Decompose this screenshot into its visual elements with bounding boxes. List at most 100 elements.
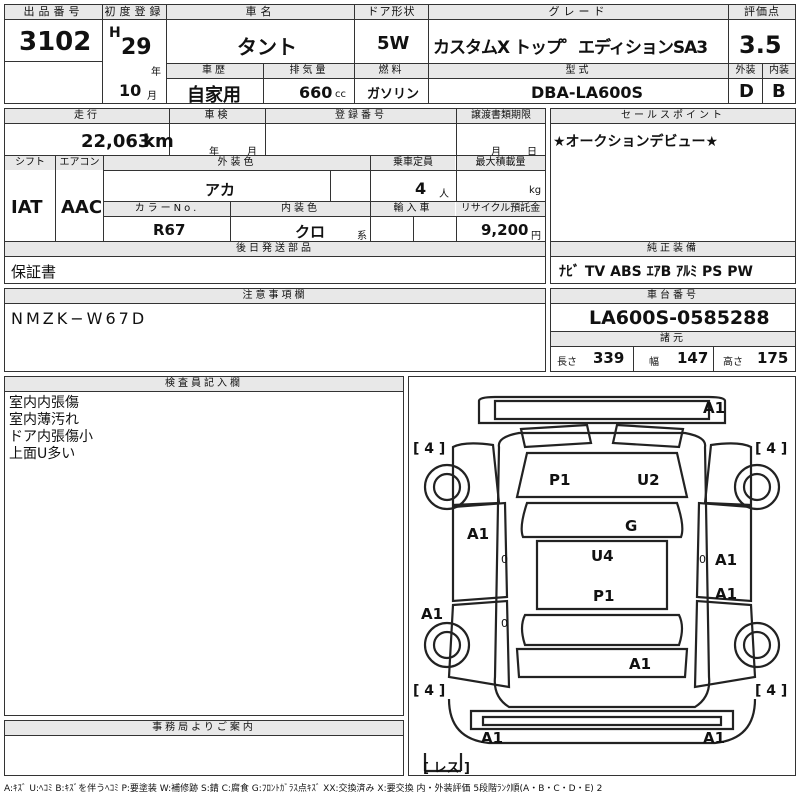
recycle-fee: 9,200 [481,221,529,239]
inspector-line: 室内薄汚れ [9,412,79,428]
load-unit: kg [529,185,542,196]
capacity-label: 乗車定員 [371,156,455,170]
equipment-label: 純正装備 [551,242,795,256]
color-label: 外装色 [104,156,370,170]
spare-tire: [ レス ] [423,761,470,776]
insp-year-unit: 年 [209,147,219,158]
inspection-label: 車検 [170,109,265,123]
damage-mark: G [625,517,638,535]
shift: IAT [11,197,43,218]
int-grade: B [772,81,786,102]
damage-mark: 0 [501,553,508,566]
history: 自家用 [187,85,241,106]
interior-unit: 系 [357,231,367,242]
inspector-label: 検査員記入欄 [5,377,403,391]
sales-point: ★オークションデビュー★ [553,134,719,150]
sales-block: セールスポイント ★オークションデビュー★ 純正装備 ﾅﾋﾞ TV ABS ｴｱ… [550,108,796,284]
damage-mark: P1 [593,587,615,605]
regno-label: 登録番号 [266,109,456,123]
width: 147 [677,349,709,367]
ac-label: エアコン [56,156,103,170]
details-block: 走行 車検 登録番号 譲渡書類期限 22,063 km 年 月 月 日 シフト … [4,108,546,284]
recycle-unit: 円 [531,231,541,242]
fuel-label: 燃料 [355,64,428,78]
damage-mark: A1 [715,551,738,569]
door-cell: ドア形状 5W 燃料 ガソリン [355,5,429,103]
model: DBA-LA600S [531,83,643,102]
car-outline [423,395,781,773]
height-label: 高さ [723,357,743,368]
recycle-label: リサイクル預託金 [456,202,545,216]
chassis-label: 車台番号 [551,289,795,303]
grade-label: グレード [429,5,728,20]
later-parts-label: 後日発送部品 [5,242,545,256]
exterior-color: アカ [205,181,236,199]
inspector-line: 室内内張傷 [9,395,79,411]
interior-color: クロ [295,223,326,241]
month-unit: 月 [147,91,157,102]
name-cell: 車名 タント 車歴 排気量 自家用 660 cc [167,5,355,106]
notes-label: 注意事項欄 [5,289,545,303]
inspector-line: 上面U多い [9,446,76,462]
int-label: 内装 [763,64,795,78]
car-name: タント [237,35,297,59]
damage-diagram: [ 4 ] [ 4 ] [ 4 ] [ 4 ] [ レス ] A1 P1 U2 … [408,376,796,776]
transfer-label: 譲渡書類期限 [457,109,545,123]
inspector-block: 検査員記入欄 室内内張傷 室内薄汚れ ドア内張傷小 上面U多い [4,376,404,716]
registration-label: 初度登録 [103,5,166,20]
colorno-label: カラーNo. [104,202,230,216]
lot-number: 3102 [19,27,92,57]
color-number: R67 [153,221,186,239]
notes-block: 注意事項欄 NMZK−W67D [4,288,546,372]
mileage: 22,063 [81,131,151,152]
mileage-label: 走行 [5,109,169,123]
score-cell: 評価点 3.5 外装 内装 D B [729,5,795,103]
damage-mark: 0 [699,553,706,566]
score: 3.5 [739,31,782,59]
damage-mark: A1 [421,605,444,623]
import-label: 輸入車 [371,202,455,216]
height: 175 [757,349,789,367]
chassis-block: 車台番号 LA600S-0585288 諸元 長さ 339 幅 147 高さ 1… [550,288,796,372]
office-block: 事務局よりご案内 [4,720,404,776]
damage-mark: A1 [715,585,738,603]
lot-label: 出品番号 [5,5,102,20]
fuel: ガソリン [367,87,420,102]
damage-mark: A1 [703,399,726,417]
ext-grade: D [739,81,754,102]
legend: A:ｷｽﾞ U:ﾍｺﾐ B:ｷｽﾞを伴うﾍｺﾐ P:要塗装 W:補修跡 S:錆 … [4,784,603,794]
damage-mark: A1 [703,729,726,747]
capacity: 4 [415,179,427,198]
equipment: ﾅﾋﾞ TV ABS ｴｱB ｱﾙﾐ PS PW [559,264,753,280]
load-label: 最大積載量 [456,156,545,170]
displacement: 660 [299,83,333,102]
score-label: 評価点 [729,5,795,20]
office-label: 事務局よりご案内 [5,721,403,735]
year-unit: 年 [151,67,161,78]
inspector-lines: 室内内張傷 室内薄汚れ ドア内張傷小 上面U多い [9,395,93,463]
length: 339 [593,349,625,367]
transfer-month-unit: 月 [491,147,501,158]
spec-label: 諸元 [551,332,795,346]
ac: AAC [61,197,103,218]
displacement-unit: cc [335,89,346,100]
tire-rear-right: [ 4 ] [755,683,788,699]
damage-mark: U2 [637,471,660,489]
tire-rear-left: [ 4 ] [413,683,446,699]
interior-label: 内装色 [231,202,370,216]
ext-label: 外装 [729,64,762,78]
door-label: ドア形状 [355,5,428,20]
damage-mark: U4 [591,547,614,565]
tire-front-right: [ 4 ] [755,441,788,457]
name-label: 車名 [167,5,354,20]
displacement-label: 排気量 [264,64,354,78]
registration-month: 10 [119,81,142,100]
damage-mark: P1 [549,471,571,489]
damage-mark: A1 [629,655,652,673]
registration-era: H [109,25,121,41]
mileage-unit: km [143,131,174,152]
history-label: 車歴 [167,64,263,78]
inspector-line: ドア内張傷小 [9,429,93,445]
damage-mark: A1 [467,525,490,543]
shift-label: シフト [5,156,55,170]
